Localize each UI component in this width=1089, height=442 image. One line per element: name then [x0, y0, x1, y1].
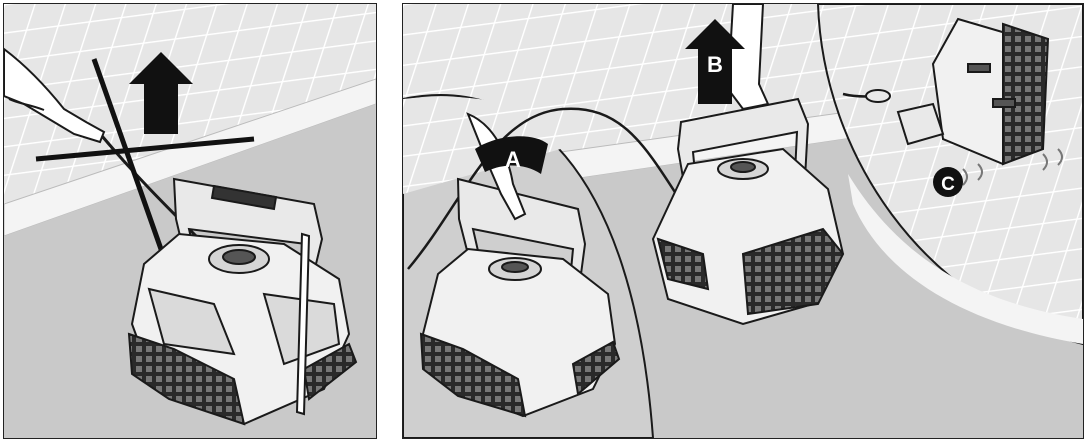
illustration-panel-correct-method: A B	[402, 3, 1084, 439]
step-a-label: A	[505, 147, 521, 172]
step-c-label: C	[941, 174, 955, 195]
correct-method-illustration: A B	[403, 4, 1083, 438]
illustration-panel-incorrect-method	[3, 3, 377, 439]
step-b-label: B	[707, 52, 723, 77]
incorrect-method-illustration	[4, 4, 376, 438]
